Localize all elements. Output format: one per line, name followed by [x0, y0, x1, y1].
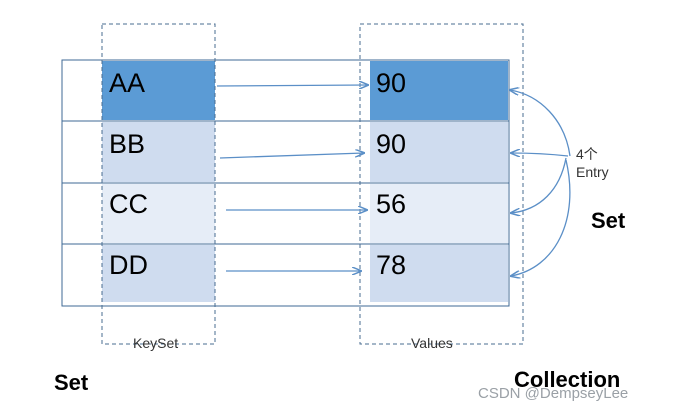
entry-count-label: 4个	[576, 146, 598, 162]
entry-set-label: Set	[591, 208, 626, 233]
entry-arrow-2	[511, 153, 569, 156]
key-label: BB	[109, 129, 145, 159]
row-cc: CC 56	[61, 182, 510, 245]
entry-word-label: Entry	[576, 164, 609, 180]
value-cell	[370, 61, 508, 120]
entry-arrow-1	[510, 90, 571, 157]
entry-arrow-3	[511, 157, 567, 213]
value-label: 90	[376, 68, 406, 98]
entry-arrows	[510, 90, 571, 276]
keyset-label: KeySet	[133, 335, 178, 351]
value-label: 90	[376, 129, 406, 159]
keyset-set-label: Set	[54, 370, 89, 395]
row-dd: DD 78	[61, 243, 510, 307]
row-bb: BB 90	[61, 120, 510, 184]
key-value-arrows	[216, 85, 368, 271]
key-cell	[102, 245, 215, 302]
keyset-box	[101, 23, 216, 345]
arrow-aa	[216, 85, 368, 86]
value-label: 56	[376, 189, 406, 219]
value-cell	[370, 184, 508, 243]
key-label: CC	[109, 189, 148, 219]
key-cell	[102, 184, 215, 243]
key-label: AA	[109, 68, 145, 98]
value-cell	[370, 245, 508, 302]
values-collection-label: Collection	[514, 367, 620, 392]
entry-arrow-4	[511, 159, 571, 276]
key-cell	[102, 61, 215, 120]
values-label: Values	[411, 335, 453, 351]
value-label: 78	[376, 250, 406, 280]
key-cell	[102, 122, 215, 182]
values-box	[359, 23, 524, 345]
row-aa: AA 90	[61, 59, 510, 122]
key-label: DD	[109, 250, 148, 280]
arrow-bb	[219, 153, 364, 159]
value-cell	[370, 122, 508, 182]
watermark: CSDN @DempseyLee	[478, 385, 628, 402]
